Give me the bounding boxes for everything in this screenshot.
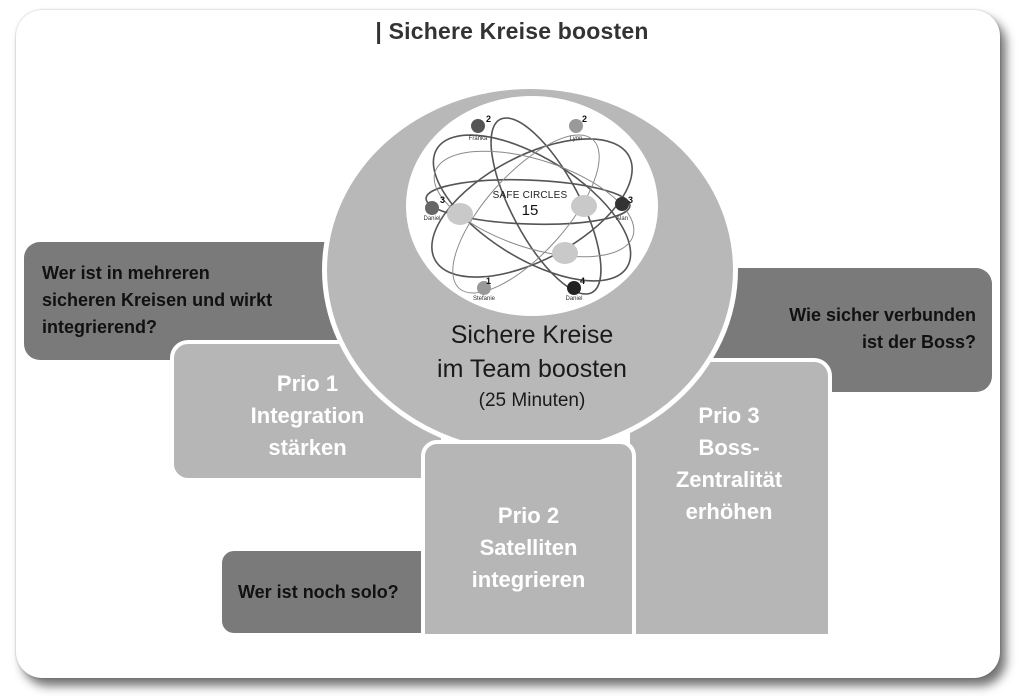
person-node-icon bbox=[477, 281, 491, 295]
prio-label: Prio 2 bbox=[497, 503, 560, 528]
question-line: Wer ist noch solo? bbox=[238, 581, 399, 602]
node-label: Daniel bbox=[423, 216, 441, 222]
person-node-icon bbox=[567, 281, 581, 295]
safe-circles-count: 15 bbox=[521, 202, 539, 219]
page-title: | Sichere Kreise boosten bbox=[375, 18, 649, 44]
question-line: Wer ist in mehreren bbox=[42, 263, 210, 283]
prio-text: Zentralität bbox=[675, 467, 783, 492]
center-line: Sichere Kreise bbox=[450, 321, 614, 349]
prio-text: stärken bbox=[268, 435, 347, 460]
node-count: 3 bbox=[628, 195, 634, 205]
prio-label: Prio 3 bbox=[698, 403, 760, 428]
prio-text: integrieren bbox=[471, 567, 586, 592]
person-node-icon bbox=[615, 197, 629, 211]
prio-text: Integration bbox=[250, 403, 365, 428]
prio-text: Boss- bbox=[698, 435, 760, 460]
circle-loop bbox=[452, 134, 600, 294]
group-blob bbox=[571, 195, 597, 217]
node-label: Stefanie bbox=[472, 296, 496, 302]
prio-text: erhöhen bbox=[685, 499, 773, 524]
question-line: ist der Boss? bbox=[861, 332, 976, 352]
circle-loop bbox=[433, 150, 635, 258]
question-line: sicheren Kreisen und wirkt bbox=[42, 290, 273, 310]
center-label: Sichere Kreise im Team boosten (25 Minut… bbox=[402, 318, 662, 416]
person-node-icon bbox=[471, 119, 485, 133]
safe-circles-title: SAFE CIRCLES bbox=[492, 190, 568, 201]
question-line: integrierend? bbox=[42, 317, 158, 337]
node-label: Franka bbox=[468, 136, 488, 142]
safe-circles-graphic bbox=[406, 96, 658, 316]
center-line: im Team boosten bbox=[437, 355, 627, 383]
safe-circles-network bbox=[425, 117, 635, 295]
person-node-icon bbox=[425, 201, 439, 215]
circle-loop bbox=[425, 178, 631, 226]
group-blob bbox=[552, 242, 578, 264]
node-count: 2 bbox=[582, 114, 588, 124]
prio-text: Satelliten bbox=[479, 535, 578, 560]
node-label: Alan bbox=[615, 216, 628, 222]
node-count: 2 bbox=[486, 114, 492, 124]
node-count: 3 bbox=[440, 195, 446, 205]
person-node-icon bbox=[569, 119, 583, 133]
prio-2-box: Prio 2 Satelliten integrieren bbox=[421, 440, 636, 638]
node-label: Daniel bbox=[565, 296, 583, 302]
node-count: 4 bbox=[580, 276, 586, 286]
node-label: Lynn bbox=[569, 136, 583, 142]
node-count: 1 bbox=[486, 276, 492, 286]
prio-label: Prio 1 bbox=[276, 371, 339, 396]
question-box-solo: Wer ist noch solo? bbox=[222, 551, 452, 633]
question-line: Wie sicher verbunden bbox=[789, 305, 976, 325]
group-blob bbox=[447, 203, 473, 225]
circle-loop bbox=[490, 117, 602, 295]
center-duration: (25 Minuten) bbox=[478, 390, 586, 411]
